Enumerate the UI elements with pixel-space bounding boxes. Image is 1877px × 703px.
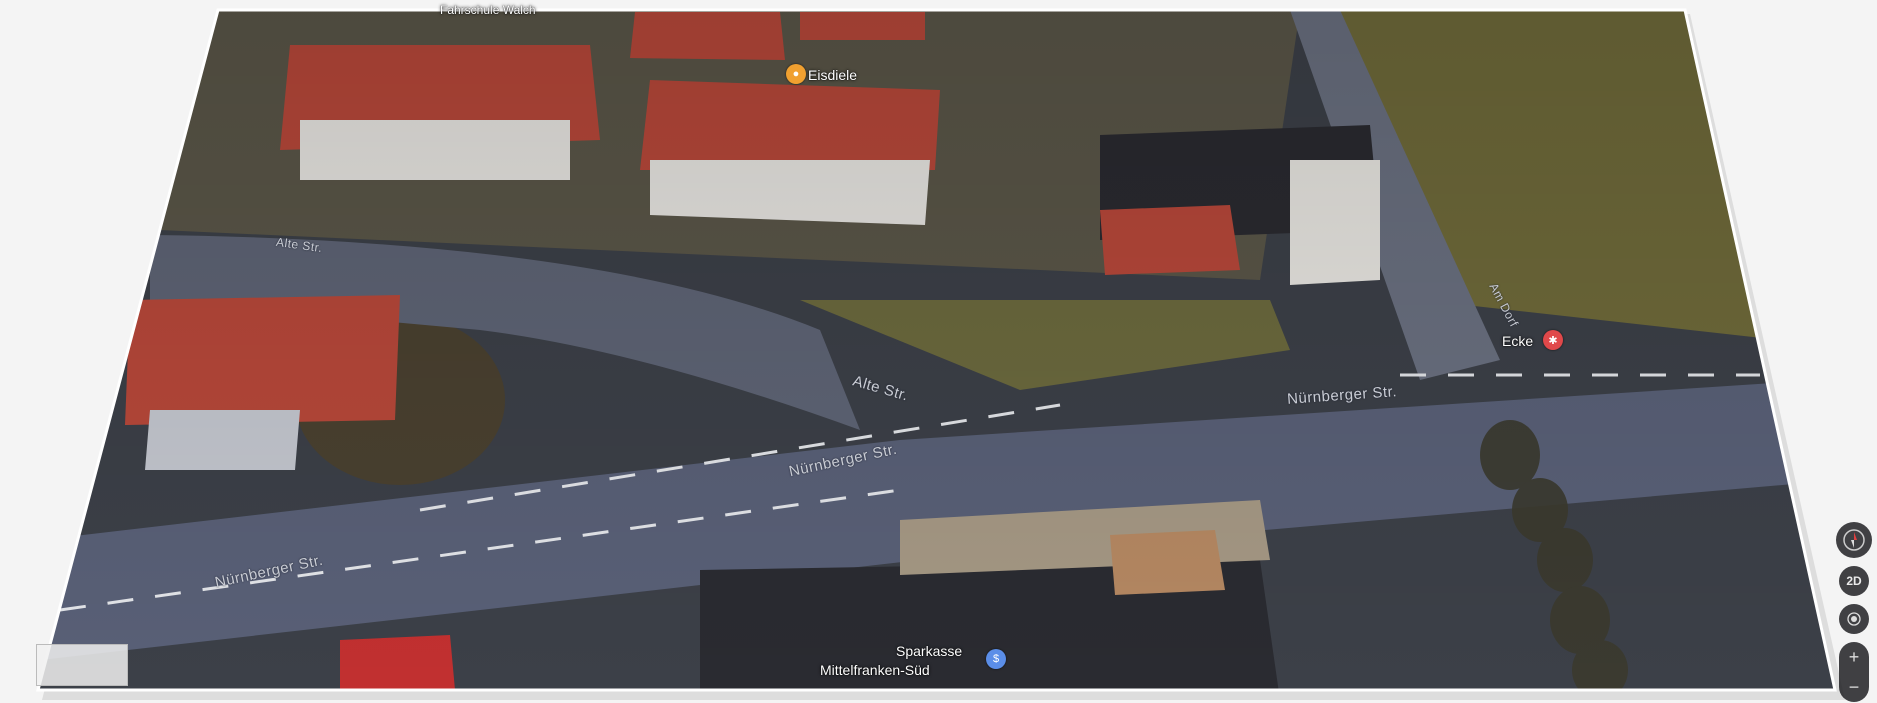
poi-label-eisdiele[interactable]: Eisdiele: [808, 67, 858, 83]
ice-cream-pin-icon[interactable]: ●: [786, 64, 806, 84]
zoom-out-button[interactable]: −: [1848, 676, 1860, 697]
poi-label-sparkasse[interactable]: Sparkasse: [896, 643, 963, 659]
compass-icon: [1843, 529, 1865, 551]
toggle-2d-button[interactable]: 2D: [1839, 566, 1869, 596]
minimap-thumbnail[interactable]: [36, 644, 128, 686]
restaurant-pin-icon[interactable]: ✱: [1543, 330, 1563, 350]
poi-label-sparkasse-sub[interactable]: Mittelfranken-Süd: [820, 662, 930, 678]
compass-button[interactable]: [1836, 522, 1872, 558]
locate-icon: [1847, 612, 1861, 626]
map-controls: 2D + −: [1835, 522, 1873, 702]
poi-label-top[interactable]: Fahrschule Walch: [440, 3, 536, 17]
locate-button[interactable]: [1839, 604, 1869, 634]
zoom-in-button[interactable]: +: [1848, 646, 1860, 667]
poi-label-ecke[interactable]: Ecke: [1502, 333, 1534, 349]
zoom-control: + −: [1839, 642, 1869, 702]
bank-pin-icon[interactable]: $: [986, 649, 1006, 669]
